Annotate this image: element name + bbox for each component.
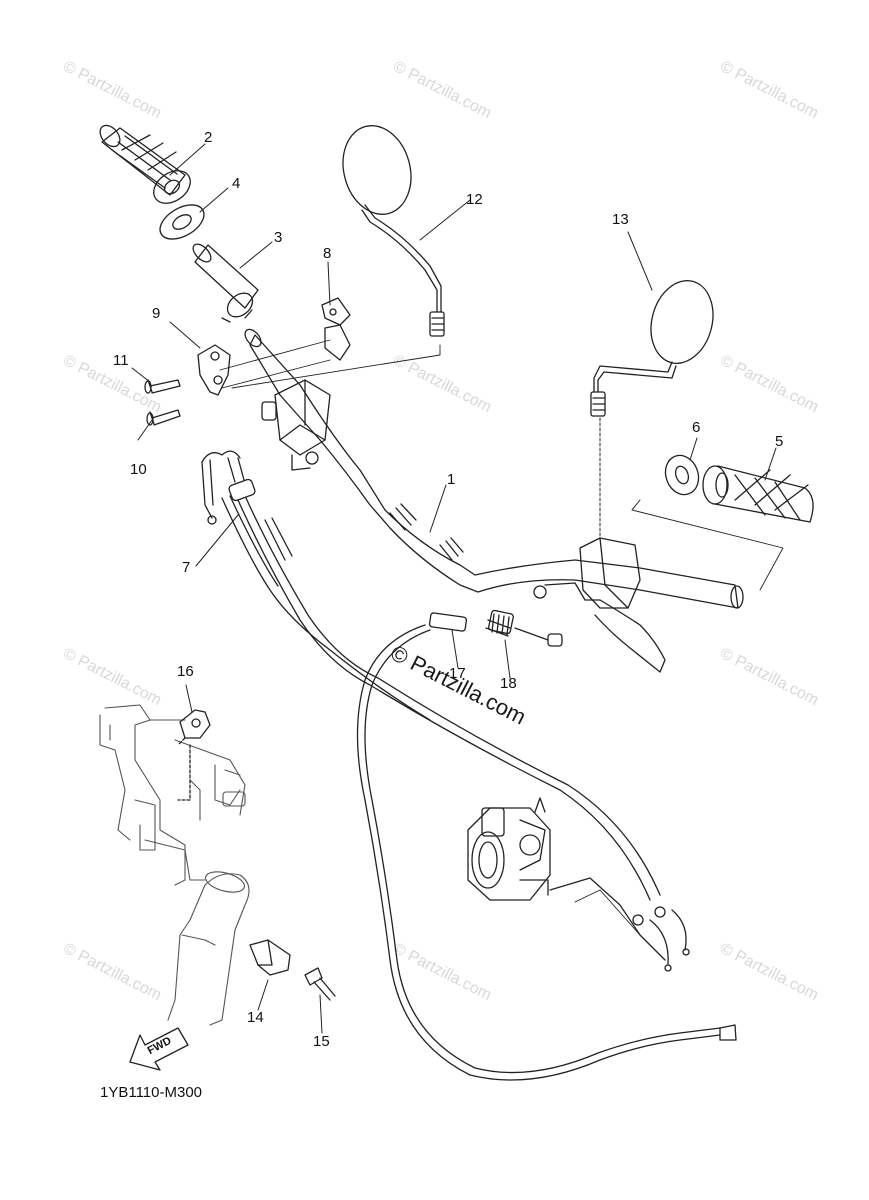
throttle-cable-part (201, 450, 661, 901)
callout-3: 3 (274, 229, 283, 246)
callout-6: 6 (692, 419, 701, 436)
throttle-housing-part (197, 339, 331, 396)
callout-11: 11 (113, 352, 129, 369)
throttle-body-part (467, 797, 690, 972)
right-lever-bracket (533, 537, 666, 673)
callout-15: 15 (313, 1033, 330, 1050)
screw-10-part (146, 409, 181, 426)
fwd-arrow-icon (129, 1027, 189, 1071)
callout-7: 7 (182, 559, 191, 576)
throttle-clamp-part (321, 297, 351, 361)
left-mirror-part (342, 125, 445, 337)
handlebar-part (244, 328, 744, 609)
clutch-cable-part (356, 609, 737, 1081)
right-grip-washer-part (664, 454, 700, 496)
right-grip-part (702, 465, 814, 523)
cable-guide-part (177, 709, 211, 801)
callout-10: 10 (130, 461, 147, 478)
left-grip-part (99, 124, 191, 204)
fork-outline (167, 871, 250, 1026)
callout-16: 16 (177, 663, 194, 680)
callout-18: 18 (500, 675, 517, 692)
diagram-code: 1YB1110-M300 (100, 1084, 203, 1101)
frame-section (99, 704, 246, 886)
callout-9: 9 (152, 305, 161, 322)
callout-8: 8 (323, 245, 332, 262)
callout-12: 12 (466, 191, 483, 208)
holder-bolt-part (304, 967, 336, 1001)
callout-1: 1 (447, 471, 456, 488)
throttle-tube-part (192, 243, 259, 323)
left-switch-housing (261, 379, 331, 471)
callout-4: 4 (232, 175, 241, 192)
right-mirror-part (590, 280, 714, 417)
callout-17: 17 (449, 665, 466, 682)
leader-lines (131, 143, 784, 1034)
callout-2: 2 (204, 129, 213, 146)
hose-holder-part (249, 939, 291, 976)
collar-washer-part (159, 204, 205, 240)
callout-5: 5 (775, 433, 784, 450)
callout-13: 13 (612, 211, 629, 228)
callout-14: 14 (247, 1009, 264, 1026)
